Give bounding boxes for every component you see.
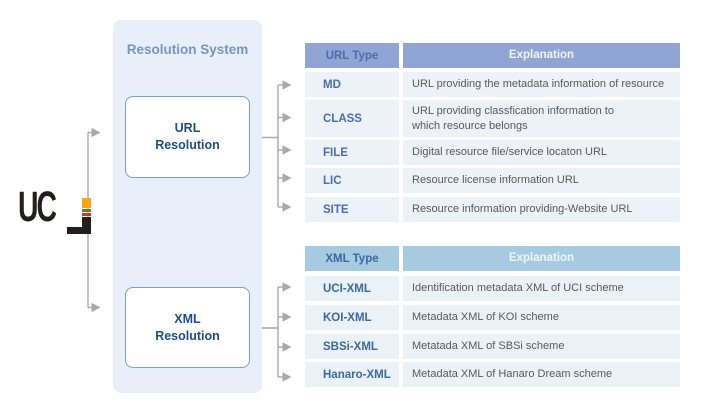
table-row-uci-xml: UCI-XML Identification metadata XML of U…	[305, 276, 680, 301]
xml-table-header-row: XML Type Explanation	[305, 246, 680, 271]
explanation-cell: Identification metadata XML of UCI schem…	[403, 276, 680, 301]
i-mark-stem	[82, 217, 91, 234]
explanation-cell: Resource information providing-Website U…	[403, 197, 680, 222]
i-mark-orange-bar	[82, 198, 91, 208]
table-row-hanaro-xml: Hanaro-XML Metadata XML of Hanaro Dream …	[305, 362, 680, 387]
xml-resolution-node: XML Resolution	[125, 287, 250, 368]
type-cell: UCI-XML	[305, 276, 399, 301]
explanation-cell: Metadata XML of KOI scheme	[403, 305, 680, 330]
i-mark-foot	[67, 227, 83, 234]
xml-type-table: XML Type Explanation UCI-XML Identificat…	[305, 246, 680, 387]
uci-logo: UC	[18, 186, 91, 234]
url-table-header-row: URL Type Explanation	[305, 43, 680, 68]
url-resolution-node: URL Resolution	[125, 96, 250, 178]
explanation-cell: URL providing classfication information …	[403, 100, 680, 137]
i-mark-green-bar	[82, 209, 91, 212]
table-row-site: SITE Resource information providing-Webs…	[305, 197, 680, 222]
url-explanation-header-cell: Explanation	[403, 43, 680, 68]
explanation-cell: URL providing the metadata information o…	[403, 72, 680, 97]
panel-title: Resolution System	[126, 42, 249, 57]
url-type-header-cell: URL Type	[305, 43, 399, 68]
table-row-lic: LIC Resource license information URL	[305, 168, 680, 193]
table-row-class: CLASS URL providing classfication inform…	[305, 100, 680, 137]
uci-logo-letters: UC	[18, 183, 57, 231]
type-cell: SBSi-XML	[305, 334, 399, 359]
table-row-file: FILE Digital resource file/service locat…	[305, 140, 680, 165]
explanation-cell: Digital resource file/service locaton UR…	[403, 140, 680, 165]
xml-type-header-cell: XML Type	[305, 246, 399, 271]
type-cell: Hanaro-XML	[305, 362, 399, 387]
explanation-cell: Metatada XML of SBSi scheme	[403, 334, 680, 359]
i-mark-red-bar	[82, 213, 91, 216]
url-type-table: URL Type Explanation MD URL providing th…	[305, 43, 680, 222]
type-cell: MD	[305, 72, 399, 97]
explanation-cell: Resource license information URL	[403, 168, 680, 193]
table-row-koi-xml: KOI-XML Metadata XML of KOI scheme	[305, 305, 680, 330]
type-cell: SITE	[305, 197, 399, 222]
table-row-sbsi-xml: SBSi-XML Metatada XML of SBSi scheme	[305, 334, 680, 359]
type-cell: FILE	[305, 140, 399, 165]
type-cell: LIC	[305, 168, 399, 193]
explanation-cell: Metadata XML of Hanaro Dream scheme	[403, 362, 680, 387]
xml-explanation-header-cell: Explanation	[403, 246, 680, 271]
resolution-system-panel: Resolution System URL Resolution XML Res…	[113, 20, 262, 393]
type-cell: KOI-XML	[305, 305, 399, 330]
uci-logo-i-mark-icon	[65, 198, 91, 234]
type-cell: CLASS	[305, 100, 399, 137]
table-row-md: MD URL providing the metadata informatio…	[305, 72, 680, 97]
